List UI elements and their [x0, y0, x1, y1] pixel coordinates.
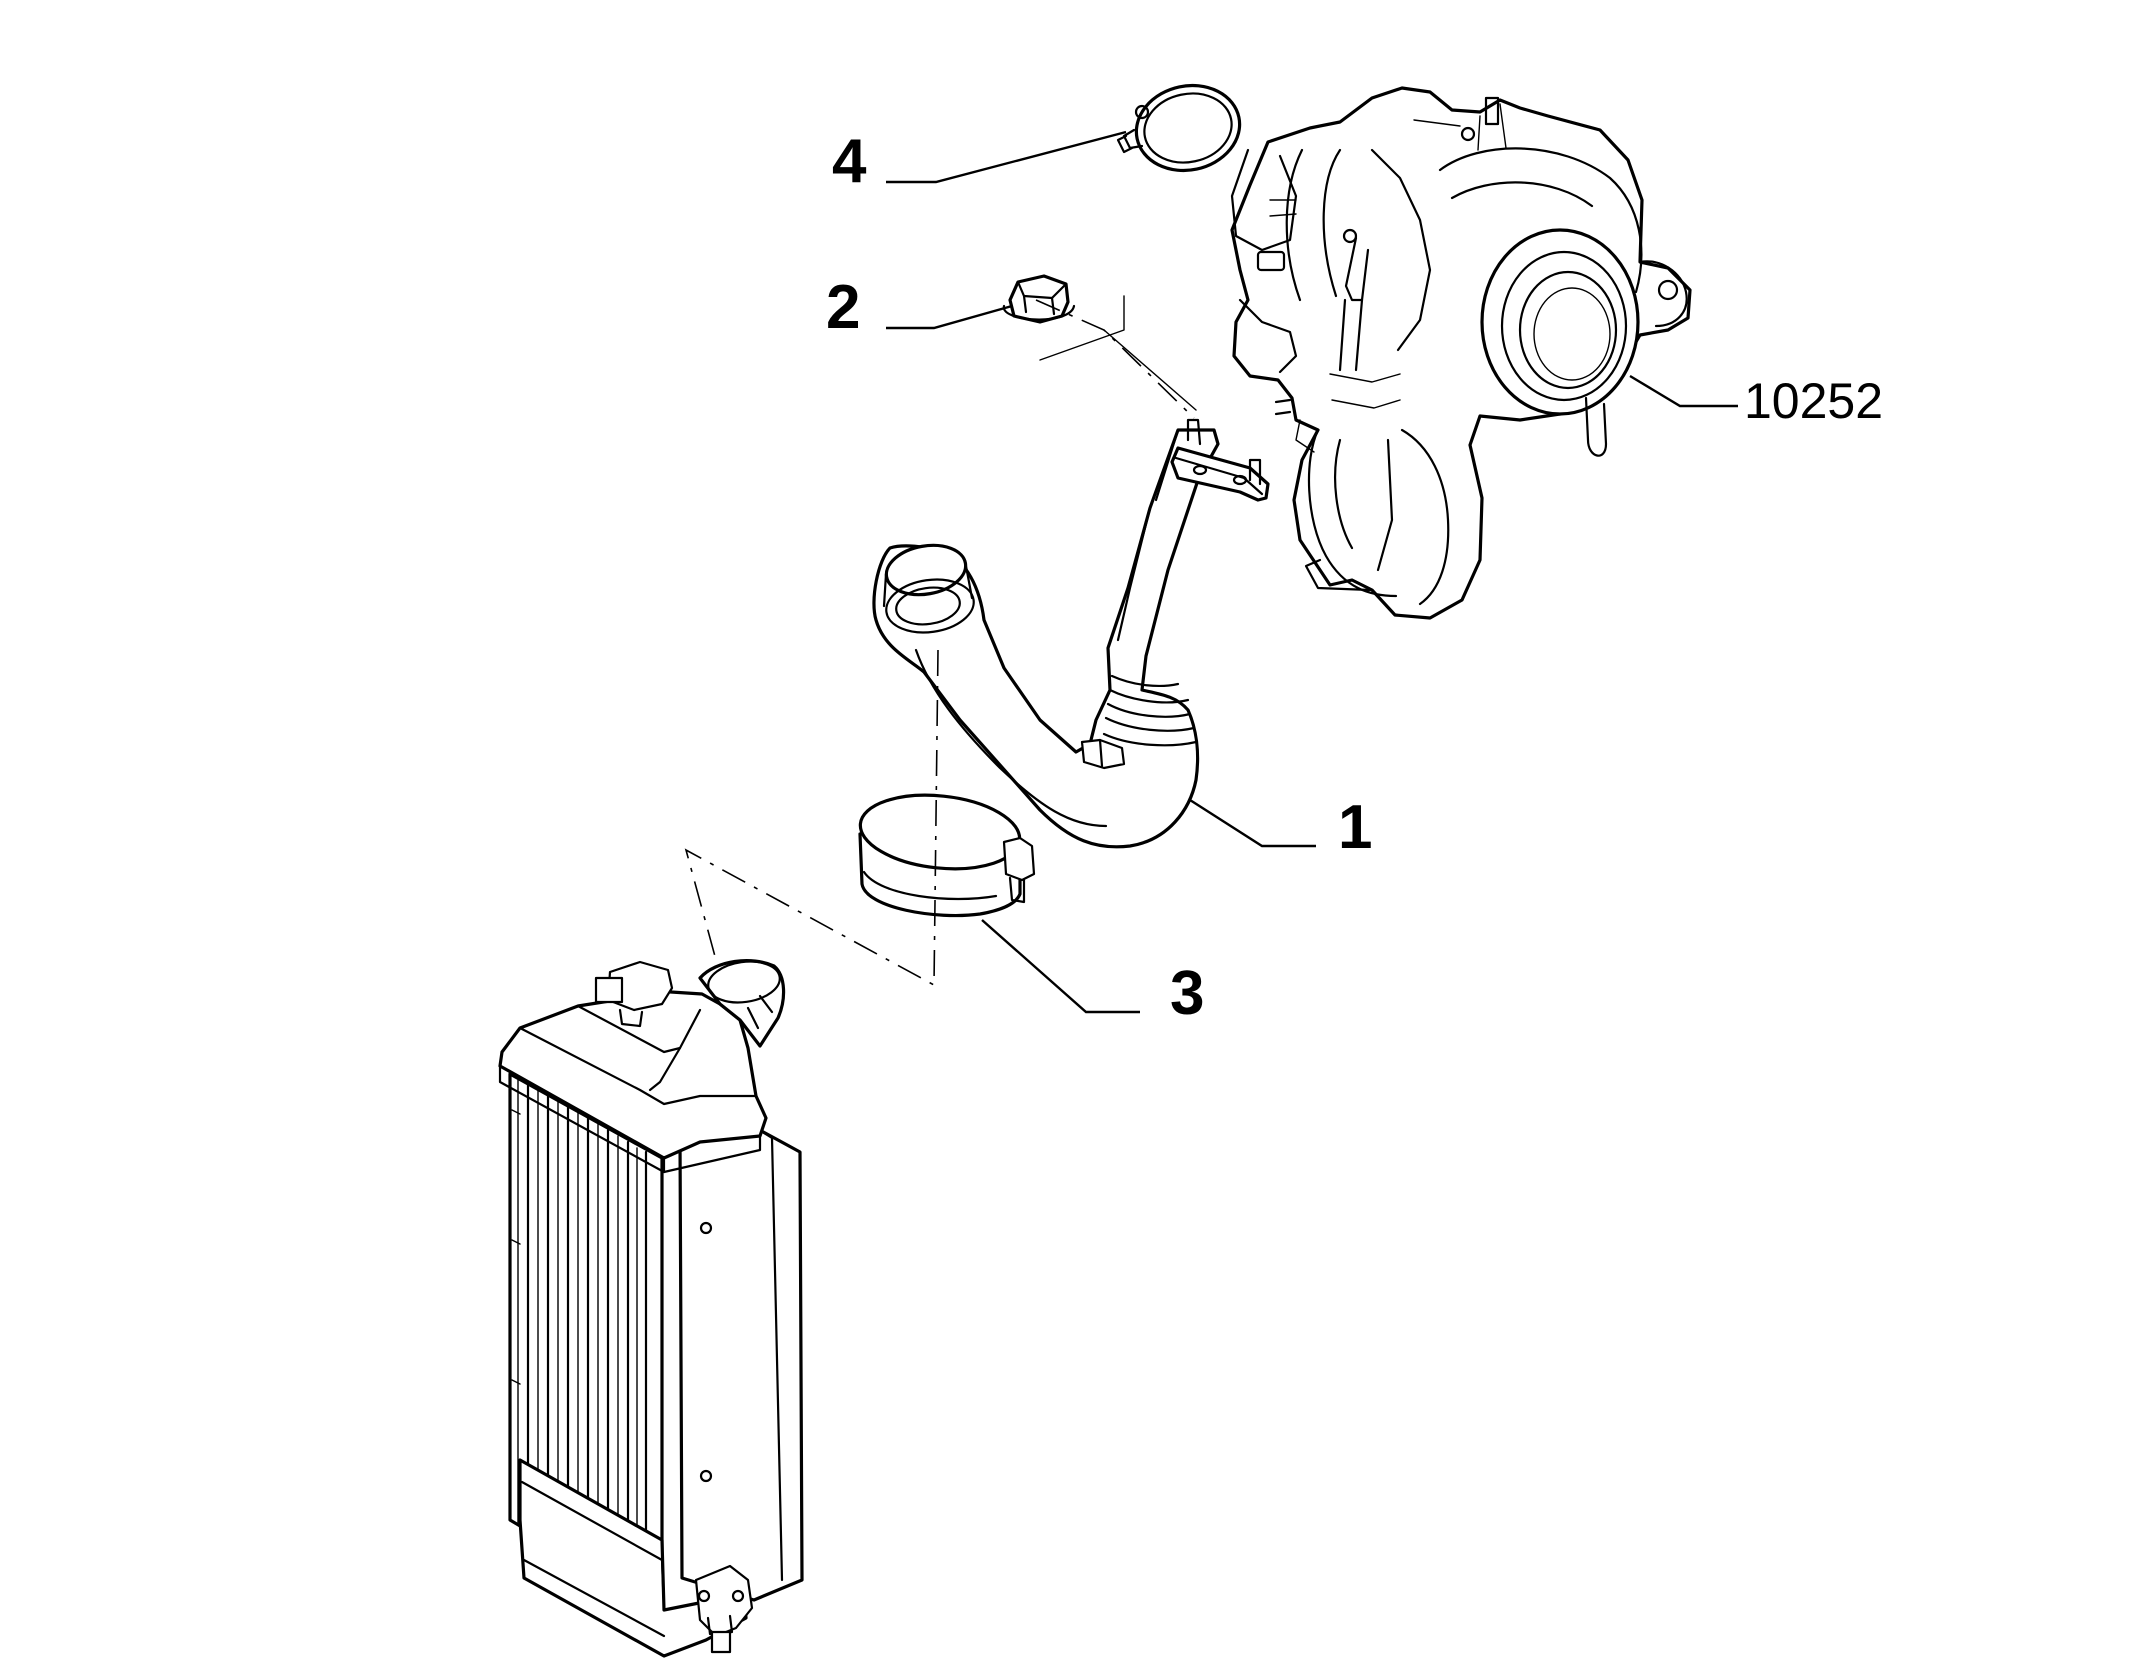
assembly-dashed-lines: [684, 295, 1197, 987]
part-3-hose-clamp: [858, 793, 1036, 918]
part-2-flange-nut: [1002, 274, 1076, 324]
callout-1: 1: [1338, 793, 1372, 862]
part-4-hose-clamp: [1116, 83, 1242, 173]
callout-2: 2: [826, 273, 860, 342]
intercooler-drawing: [498, 959, 804, 1658]
callout-3: 3: [1170, 959, 1204, 1028]
callout-4: 4: [832, 127, 867, 196]
turbocharger-drawing: [1230, 86, 1692, 620]
part-1-charge-air-hose: [872, 418, 1270, 849]
leader-lines: [886, 130, 1738, 1014]
intercooler-fins: [517, 1079, 648, 1600]
callout-10252: 10252: [1744, 373, 1883, 429]
